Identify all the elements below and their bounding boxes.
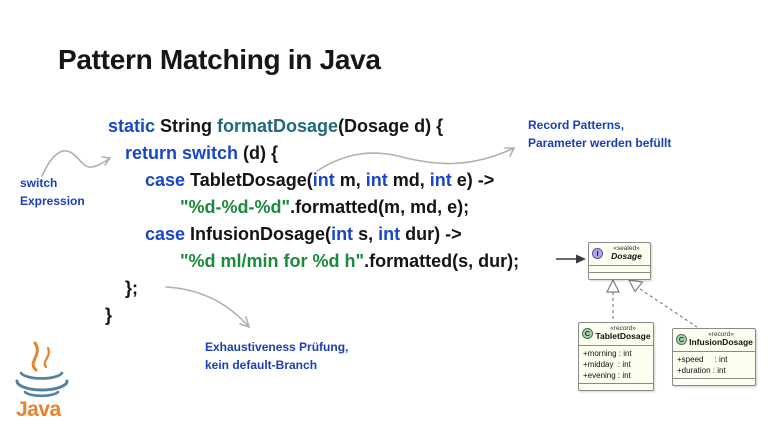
java-logo-text: Java (16, 398, 61, 421)
infusion-realization-arrow (627, 279, 698, 328)
code-line: case InfusionDosage(int s, int dur) -> (145, 224, 462, 244)
code-line: "%d-%d-%d".formatted(m, md, e); (180, 197, 470, 217)
class-icon: C (676, 334, 687, 346)
tablet-realization-arrow (606, 278, 620, 321)
code-line: } (105, 305, 113, 325)
class-icon: C (582, 328, 593, 340)
uml-stereotype: «record» (708, 331, 734, 338)
java-cup-icon (15, 371, 69, 398)
annotation-line: kein default-Branch (205, 358, 318, 372)
uml-attribute: +morning : int (583, 349, 632, 359)
annotation-line: Expression (20, 194, 85, 208)
annotation-switch-expression: switch Expression (20, 174, 85, 210)
uml-class-tabletdosage: C «record» TabletDosage +morning : int+m… (578, 322, 654, 392)
code-line: return switch (d) { (125, 143, 279, 163)
uml-attributes: +morning : int+midday : int+evening : in… (579, 346, 653, 383)
annotation-record-patterns: Record Patterns, Parameter werden befüll… (528, 116, 671, 152)
code-line: static String formatDosage(Dosage d) { (108, 116, 444, 136)
annotation-line: switch (20, 176, 58, 190)
java-steam-icon (31, 341, 50, 372)
uml-separator (589, 272, 650, 274)
dosage-pointer-arrow (556, 254, 586, 264)
uml-separator (579, 345, 653, 347)
uml-separator (673, 378, 755, 380)
uml-class-name: InfusionDosage (689, 337, 753, 348)
uml-separator (673, 351, 755, 353)
uml-stereotype: «record» (610, 325, 636, 332)
uml-separator (589, 265, 650, 267)
uml-empty-compartment (589, 273, 650, 279)
annotation-line: Parameter werden befüllt (528, 136, 672, 150)
uml-class-name: Dosage (611, 251, 642, 262)
annotation-line: Exhaustiveness Prüfung, (205, 340, 349, 354)
uml-title: C «record» InfusionDosage (673, 329, 755, 351)
uml-class-name: TabletDosage (595, 331, 651, 342)
annotation-line: Record Patterns, (528, 118, 625, 132)
uml-title: C «record» TabletDosage (579, 323, 653, 345)
uml-attribute: +midday : int (583, 360, 631, 370)
code-line: case TabletDosage(int m, int md, int e) … (145, 170, 495, 190)
uml-stereotype: «sealed» (613, 245, 640, 252)
page-title: Pattern Matching in Java (58, 44, 381, 75)
uml-attribute: +speed : int (677, 355, 728, 365)
switch-expression-arrow (41, 150, 111, 177)
annotation-exhaustiveness: Exhaustiveness Prüfung, kein default-Bra… (205, 338, 348, 374)
interface-icon: I (592, 248, 603, 260)
code-line: "%d ml/min for %d h".formatted(s, dur); (180, 251, 520, 271)
uml-attribute: +evening : int (583, 371, 631, 381)
uml-empty-compartment (579, 384, 653, 390)
java-logo-icon (15, 341, 69, 398)
uml-interface-dosage: I «sealed» Dosage (588, 242, 651, 281)
code-block: static String formatDosage(Dosage d) { re… (105, 113, 519, 329)
code-line: }; (125, 278, 138, 298)
uml-class-infusiondosage: C «record» InfusionDosage +speed : int+d… (672, 328, 756, 387)
uml-title: I «sealed» Dosage (589, 243, 650, 265)
uml-empty-compartment (673, 379, 755, 385)
uml-attribute: +duration : int (677, 366, 726, 376)
uml-separator (579, 383, 653, 385)
uml-attributes: +speed : int+duration : int (673, 352, 755, 378)
